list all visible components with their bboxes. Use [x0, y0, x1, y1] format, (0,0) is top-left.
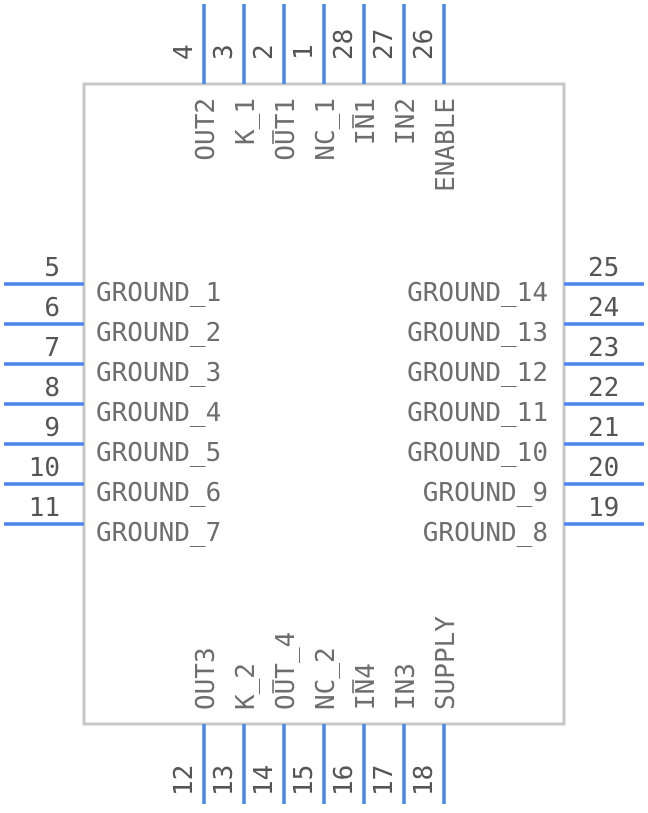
pin-label: GROUND_2: [96, 318, 221, 348]
pin-label: NC_2: [311, 647, 341, 710]
pin-label: IN1: [351, 98, 381, 145]
pin-number: 26: [409, 29, 439, 60]
pin-label: OUT2: [191, 98, 221, 161]
pin-label: GROUND_12: [407, 358, 548, 388]
pin-number: 6: [44, 293, 60, 323]
pin-label: GROUND_10: [407, 438, 548, 468]
pin-number: 2: [249, 44, 279, 60]
pin-label: NC_1: [311, 98, 341, 161]
pin-label: GROUND_1: [96, 278, 221, 308]
pin-number: 24: [588, 293, 619, 323]
pin-label: SUPPLY: [431, 616, 461, 710]
pin-number: 4: [169, 44, 199, 60]
pin-label: GROUND_8: [423, 518, 548, 548]
pin-number: 3: [209, 44, 239, 60]
pin-number: 17: [369, 765, 399, 796]
pin-number: 21: [588, 413, 619, 443]
pin-label: K_1: [231, 98, 261, 145]
pin-label: GROUND_6: [96, 478, 221, 508]
pin-number: 27: [369, 29, 399, 60]
pin-label: IN4: [351, 663, 381, 710]
pin-label: GROUND_11: [407, 398, 548, 428]
pin-number: 9: [44, 413, 60, 443]
pin-number: 28: [329, 29, 359, 60]
pin-label: GROUND_5: [96, 438, 221, 468]
pin-label: GROUND_3: [96, 358, 221, 388]
pin-number: 10: [29, 453, 60, 483]
pin-label: ENABLE: [431, 98, 461, 192]
pin-label: OUT3: [191, 647, 221, 710]
pin-number: 19: [588, 493, 619, 523]
pin-number: 14: [249, 765, 279, 796]
pin-number: 20: [588, 453, 619, 483]
pin-number: 11: [29, 493, 60, 523]
pin-label: K_2: [231, 663, 261, 710]
pin-label: GROUND_9: [423, 478, 548, 508]
pin-number: 1: [289, 44, 319, 60]
pin-number: 8: [44, 373, 60, 403]
pin-number: 7: [44, 333, 60, 363]
pin-label: GROUND_13: [407, 318, 548, 348]
pin-label: GROUND_4: [96, 398, 221, 428]
pin-label: OUT1: [271, 98, 301, 161]
pin-label: GROUND_14: [407, 278, 548, 308]
pin-number: 12: [169, 765, 199, 796]
pin-number: 16: [329, 765, 359, 796]
pin-number: 22: [588, 373, 619, 403]
pin-label: IN2: [391, 98, 421, 145]
pin-label: GROUND_7: [96, 518, 221, 548]
pin-label: IN3: [391, 663, 421, 710]
pin-number: 5: [44, 253, 60, 283]
pin-number: 23: [588, 333, 619, 363]
pin-number: 25: [588, 253, 619, 283]
pin-number: 13: [209, 765, 239, 796]
pin-number: 15: [289, 765, 319, 796]
pin-number: 18: [409, 765, 439, 796]
pin-label: OUT_4: [271, 632, 301, 710]
